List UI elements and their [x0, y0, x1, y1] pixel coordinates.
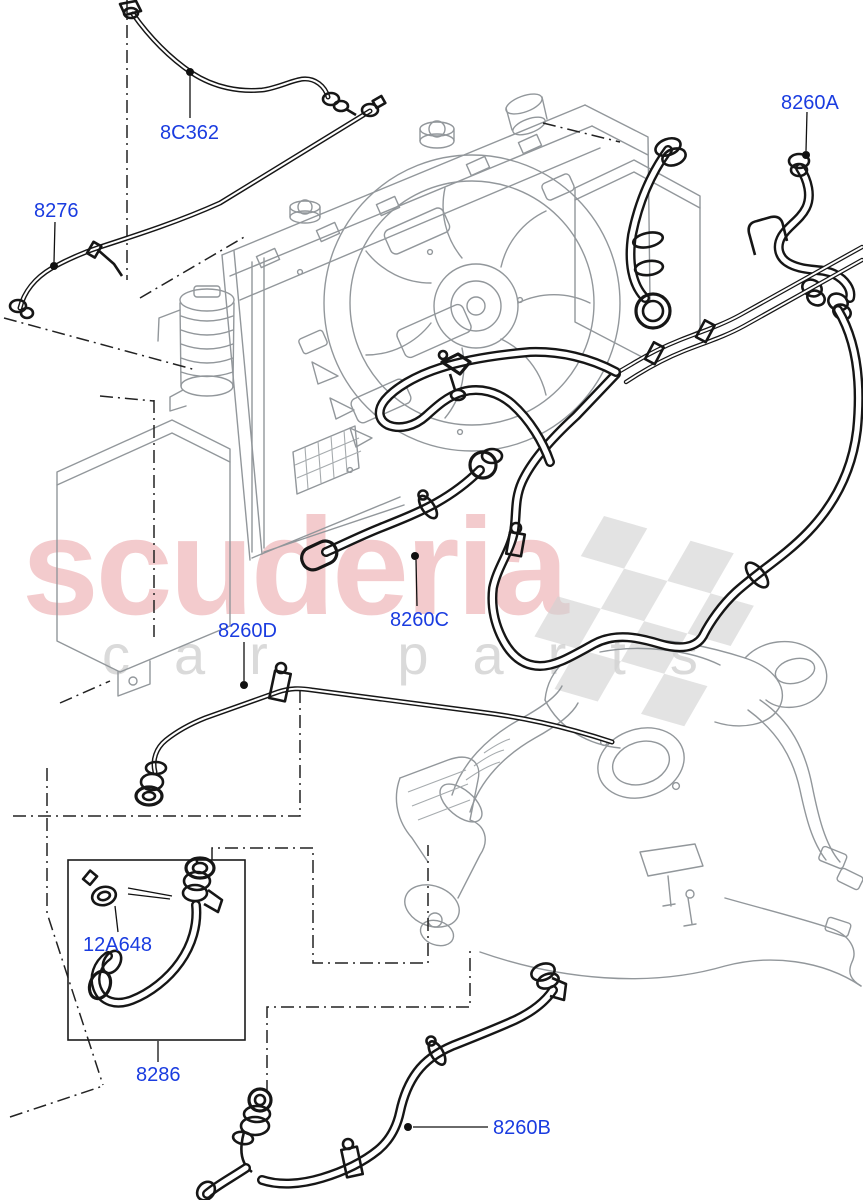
part-label-8286[interactable]: 8286	[136, 1064, 181, 1086]
hose-8260c-drawing	[300, 447, 504, 572]
part-label-8276[interactable]: 8276	[34, 200, 79, 222]
part-label-8260a[interactable]: 8260A	[781, 92, 839, 114]
part-label-8260c[interactable]: 8260C	[390, 609, 449, 631]
pipe-8276-drawing	[8, 94, 387, 320]
label-leader-lines	[50, 68, 810, 1131]
part-8286-callout-box	[67, 859, 246, 1041]
part-label-8260b[interactable]: 8260B	[493, 1117, 551, 1139]
hose-8260b-drawing	[195, 962, 568, 1200]
hose-8286-drawing	[81, 856, 224, 1008]
assembly-boundary-lines	[3, 0, 621, 1118]
engine-assembly-drawing	[395, 638, 863, 987]
part-label-8c362[interactable]: 8C362	[160, 122, 219, 144]
hose-8260a-cluster-drawing	[374, 136, 863, 671]
pipe-8260d-drawing	[134, 661, 615, 807]
part-label-12a648[interactable]: 12A648	[83, 934, 152, 956]
radiator-fan-assembly-drawing	[56, 93, 701, 697]
part-label-8260d[interactable]: 8260D	[218, 620, 277, 642]
hose-8c362-drawing	[118, 0, 357, 117]
watermark-brand: scuderia	[22, 490, 569, 644]
